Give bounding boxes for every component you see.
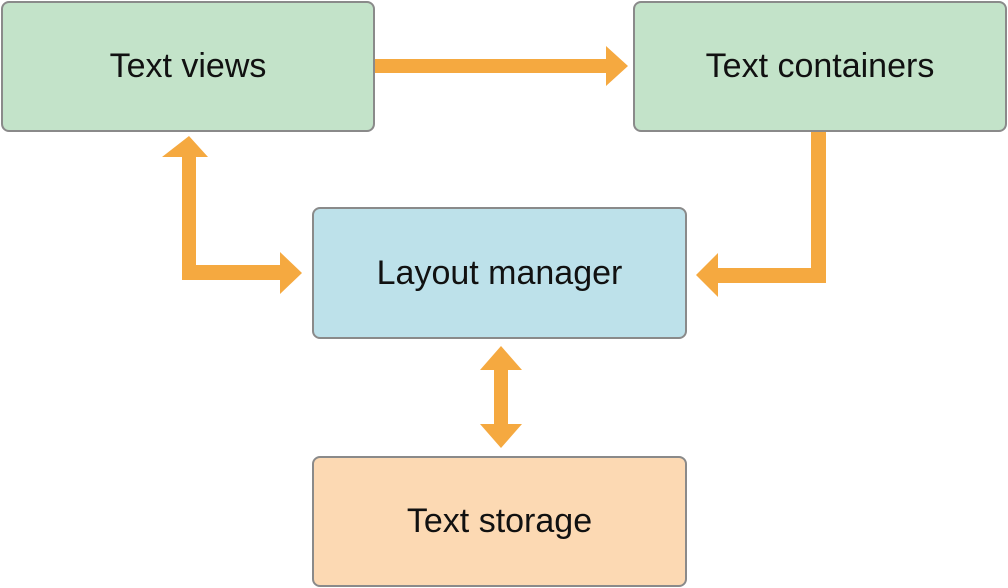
- arrow-layout-views-bidirectional: [162, 136, 302, 294]
- arrow-containers-to-layout: [696, 132, 826, 297]
- node-text-views-label: Text views: [109, 47, 267, 85]
- node-text-storage: Text storage: [312, 456, 687, 587]
- node-text-containers-label: Text containers: [705, 47, 935, 85]
- node-text-containers: Text containers: [633, 1, 1007, 132]
- node-layout-manager: Layout manager: [312, 207, 687, 339]
- node-text-views: Text views: [1, 1, 375, 132]
- arrow-views-to-containers: [375, 46, 628, 86]
- node-layout-manager-label: Layout manager: [376, 253, 623, 292]
- node-text-storage-label: Text storage: [406, 502, 593, 540]
- arrow-layout-storage-bidirectional: [480, 346, 522, 448]
